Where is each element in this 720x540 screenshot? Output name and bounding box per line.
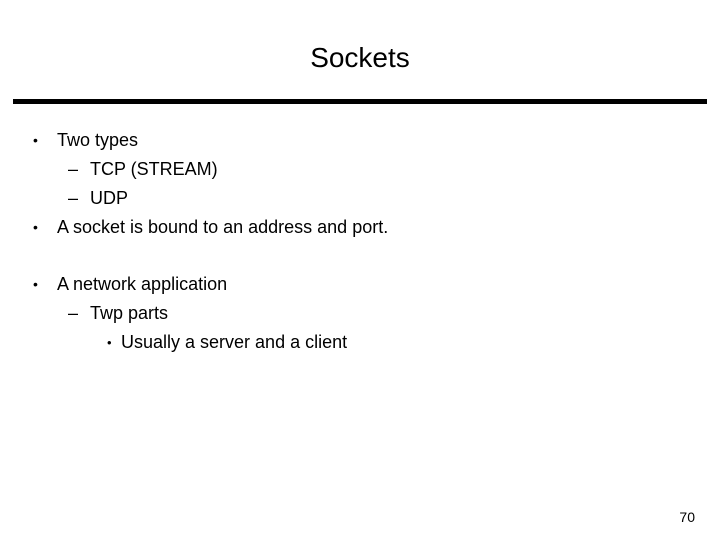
bullet-marker-icon: • xyxy=(107,335,112,350)
list-item: – TCP (STREAM) xyxy=(0,155,720,184)
list-item-label: Twp parts xyxy=(90,303,169,323)
list-item-label: A socket is bound to an address and port… xyxy=(57,217,389,237)
list-item: • A network application xyxy=(0,270,720,299)
list-item: • A socket is bound to an address and po… xyxy=(0,213,720,242)
dash-marker-icon: – xyxy=(68,303,79,323)
title-divider xyxy=(13,99,707,104)
list-item: • Two types xyxy=(0,126,720,155)
list-item-label: UDP xyxy=(90,188,129,208)
bullet-marker-icon: • xyxy=(33,132,38,148)
list-item-label: TCP (STREAM) xyxy=(90,159,218,179)
list-item: – UDP xyxy=(0,184,720,213)
page-number: 70 xyxy=(679,509,695,525)
list-item-label: A network application xyxy=(57,274,228,294)
list-item: • Usually a server and a client xyxy=(0,328,720,357)
list-item: – Twp parts xyxy=(0,299,720,328)
dash-marker-icon: – xyxy=(68,188,79,208)
bullet-list: • Two types – TCP (STREAM) – UDP • A soc… xyxy=(0,126,720,357)
bullet-marker-icon: • xyxy=(33,276,38,292)
bullet-marker-icon: • xyxy=(33,219,38,235)
list-item-label: Two types xyxy=(57,130,139,150)
list-item-label: Usually a server and a client xyxy=(121,332,348,352)
list-spacer xyxy=(0,242,720,270)
dash-marker-icon: – xyxy=(68,159,79,179)
page-title: Sockets xyxy=(310,42,410,73)
